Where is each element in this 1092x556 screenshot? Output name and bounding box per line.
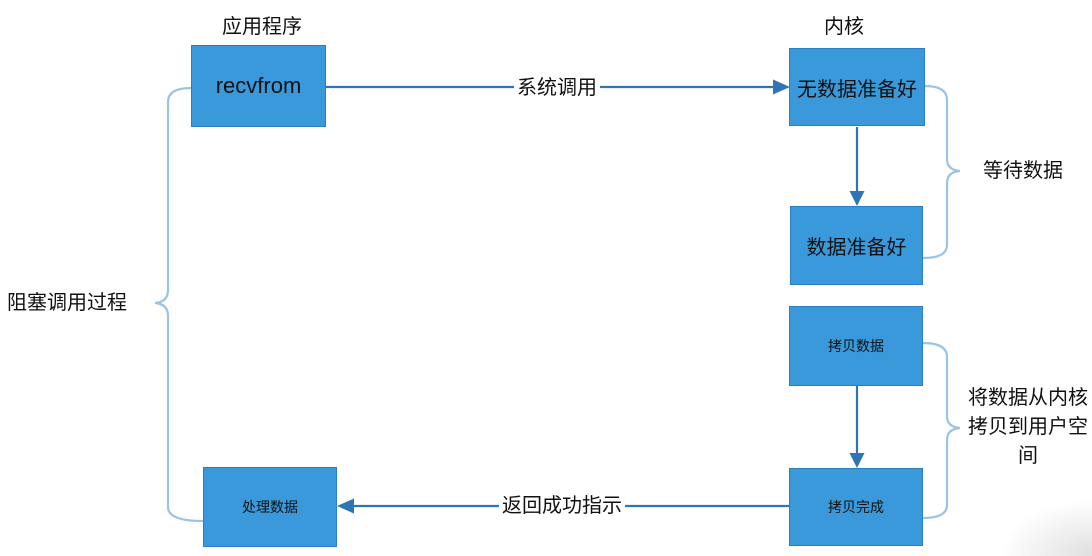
- column-label-kernel: 内核: [824, 16, 864, 38]
- brace-wait-for-data-icon: [921, 84, 961, 260]
- brace-copy-kernel-to-user-icon: [921, 341, 961, 520]
- edge-return-success-arrowhead-icon: [337, 498, 354, 514]
- edge-label-return-success: 返回成功指示: [499, 495, 625, 517]
- node-no-data-ready: 无数据准备好: [789, 48, 925, 126]
- edge-copy-arrowhead-icon: [849, 453, 865, 468]
- brace-label-wait-for-data: 等待数据: [983, 160, 1063, 182]
- edge-label-system-call: 系统调用: [514, 77, 600, 99]
- node-copy-complete: 拷贝完成: [789, 468, 923, 546]
- column-label-application: 应用程序: [222, 16, 302, 38]
- edge-wait-arrowhead-icon: [849, 191, 865, 206]
- brace-label-blocking-call-process: 阻塞调用过程: [7, 292, 127, 314]
- node-data-ready: 数据准备好: [790, 206, 923, 285]
- brace-blocking-call-icon: [154, 86, 205, 523]
- node-process-data: 处理数据: [203, 467, 337, 547]
- node-copy-data: 拷贝数据: [789, 306, 923, 386]
- edge-system-call-arrowhead-icon: [773, 79, 790, 95]
- node-recvfrom: recvfrom: [191, 45, 326, 127]
- brace-label-copy-kernel-to-user: 将数据从内核拷贝到用户空间: [968, 387, 1088, 467]
